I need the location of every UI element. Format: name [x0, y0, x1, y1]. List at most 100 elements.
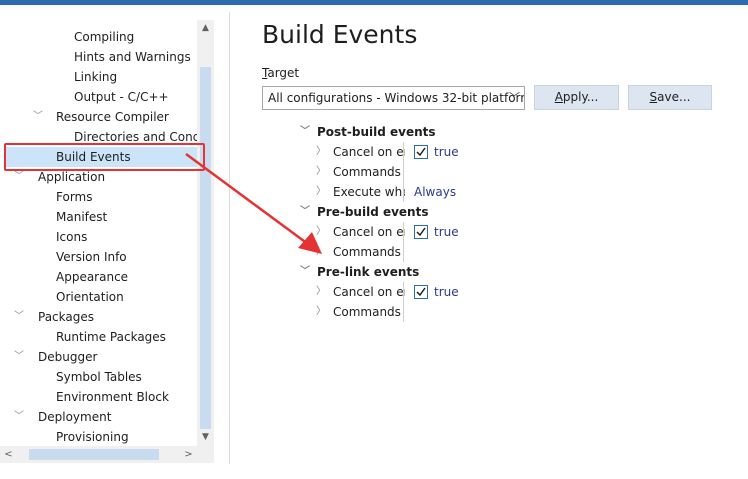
chevron-down-icon[interactable]: ﹀ [14, 351, 24, 362]
tree-item-symbol-tables[interactable]: Symbol Tables [0, 367, 197, 387]
property-column-separator [403, 302, 404, 322]
property-group-header[interactable]: ﹀ Post-build events [0, 122, 748, 142]
property-row[interactable]: 〉 Cancel on error true [0, 222, 748, 242]
property-column-separator [403, 182, 404, 202]
property-name: Execute when [333, 185, 405, 199]
property-name: Commands [333, 305, 401, 319]
checkbox-checked-icon[interactable] [414, 225, 428, 239]
tree-item-environment-block[interactable]: Environment Block [0, 387, 197, 407]
property-value[interactable]: true [434, 145, 459, 159]
target-select[interactable]: All configurations - Windows 32-bit plat… [262, 86, 525, 110]
property-value[interactable]: true [434, 225, 459, 239]
tree-item-compiling[interactable]: Compiling [0, 27, 197, 47]
apply-button[interactable]: Apply... [534, 85, 619, 110]
chevron-down-icon[interactable]: ﹀ [14, 411, 24, 422]
property-column-separator [403, 282, 404, 302]
property-group-header[interactable]: ﹀Pre-link events [0, 262, 748, 282]
scroll-thumb[interactable] [200, 67, 211, 429]
chevron-down-icon[interactable]: ﹀ [300, 126, 310, 137]
tree-item-hints-and-warnings[interactable]: Hints and Warnings [0, 47, 197, 67]
chevron-right-icon[interactable]: 〉 [316, 286, 326, 297]
property-column-separator [403, 162, 404, 182]
tree-item-build-events[interactable]: Build Events [4, 147, 197, 167]
tree-item-label: Application [38, 170, 106, 184]
tree-item-label: Hints and Warnings [74, 50, 191, 64]
property-group-label: Pre-build events [317, 205, 429, 219]
tree-item-runtime-packages[interactable]: Runtime Packages [0, 327, 197, 347]
chevron-down-icon[interactable]: ﹀ [33, 111, 43, 122]
save-button-label: ave... [657, 90, 691, 104]
chevron-right-icon[interactable]: 〉 [316, 146, 326, 157]
property-name: Cancel on error [333, 225, 405, 239]
chevron-right-icon[interactable]: 〉 [316, 246, 326, 257]
chevron-down-icon[interactable]: ﹀ [14, 171, 24, 182]
tree-horizontal-scrollbar[interactable]: < > [0, 446, 197, 463]
tree-item-application[interactable]: ﹀ Application [0, 167, 197, 187]
tree-item-label: Orientation [56, 290, 124, 304]
tree-item-provisioning[interactable]: Provisioning [0, 427, 197, 446]
tree-item-resource-compiler[interactable]: ﹀ Resource Compiler [0, 107, 197, 127]
scroll-up-arrow-icon[interactable]: ▲ [202, 23, 209, 33]
property-name: Cancel on error [333, 145, 405, 159]
tree-item-label: Forms [56, 190, 93, 204]
tree-item-label: Build Events [56, 150, 131, 164]
property-row[interactable]: 〉 Commands [0, 302, 748, 322]
page-title: Build Events [262, 20, 418, 49]
property-value[interactable]: true [434, 285, 459, 299]
property-column-separator [403, 142, 404, 162]
checkbox-checked-icon[interactable] [414, 145, 428, 159]
scrollbar-corner [197, 446, 214, 463]
tree-item-label: Resource Compiler [56, 110, 169, 124]
property-row[interactable]: 〉Cancel on errortrue [0, 282, 748, 302]
property-group-label: Post-build events [317, 125, 436, 139]
property-row[interactable]: 〉 Cancel on error true [0, 142, 748, 162]
chevron-right-icon[interactable]: 〉 [316, 166, 326, 177]
chevron-right-icon[interactable]: 〉 [316, 186, 326, 197]
target-label-text: arget [267, 66, 300, 80]
property-row[interactable]: 〉 Execute when Always [0, 182, 748, 202]
tree-item-deployment[interactable]: ﹀Deployment [0, 407, 197, 427]
tree-item-label: Linking [74, 70, 118, 84]
horizontal-scroll-thumb[interactable] [29, 449, 159, 460]
tree-item-icons[interactable]: Icons [0, 227, 197, 247]
checkbox-checked-icon[interactable] [414, 285, 428, 299]
property-group-header[interactable]: ﹀ Pre-build events [0, 202, 748, 222]
chevron-down-icon[interactable]: ﹀ [300, 206, 310, 217]
scroll-down-arrow-icon[interactable]: ▼ [202, 432, 209, 442]
tree-item-label: Appearance [56, 270, 129, 284]
tree-item-appearance[interactable]: Appearance [0, 267, 197, 287]
window-top-accent-bar [0, 0, 748, 5]
scroll-right-arrow-icon[interactable]: > [184, 449, 193, 460]
tree-item-linking[interactable]: Linking [0, 67, 197, 87]
chevron-down-icon: ﹀ [509, 91, 520, 104]
property-row[interactable]: 〉Commands [0, 242, 748, 262]
tree-item-label: Manifest [56, 210, 108, 224]
scroll-left-arrow-icon[interactable]: < [4, 449, 13, 460]
property-value[interactable]: Always [414, 185, 457, 199]
save-button[interactable]: Save... [628, 85, 712, 110]
target-label: Target [262, 66, 299, 80]
tree-item-version-info[interactable]: Version Info [0, 247, 197, 267]
tree-item-forms[interactable]: Forms [0, 187, 197, 207]
chevron-right-icon[interactable]: 〉 [316, 306, 326, 317]
tree-item-manifest[interactable]: Manifest [0, 207, 197, 227]
chevron-down-icon[interactable]: ﹀ [300, 266, 310, 277]
chevron-down-icon[interactable]: ﹀ [14, 311, 24, 322]
tree-item-label: Icons [56, 230, 88, 244]
tree-item-debugger[interactable]: ﹀ Debugger [0, 347, 197, 367]
tree-item-packages[interactable]: ﹀Packages [0, 307, 197, 327]
tree-item-orientation[interactable]: Orientation [0, 287, 197, 307]
tree-item-label: Version Info [56, 250, 127, 264]
property-row[interactable]: 〉 Commands [0, 162, 748, 182]
tree-vertical-scrollbar[interactable]: ▲ ▼ [197, 20, 214, 446]
tree-item-label: Environment Block [56, 390, 169, 404]
tree-item-directories-and-conditi[interactable]: Directories and Conditi [0, 127, 197, 147]
save-button-accelerator: S [649, 90, 658, 104]
chevron-right-icon[interactable]: 〉 [316, 226, 326, 237]
target-label-accelerator: T [262, 66, 268, 80]
tree-item-label: Debugger [38, 350, 98, 364]
tree-item-label: Runtime Packages [56, 330, 166, 344]
tree-item-output-c-c[interactable]: Output - C/C++ [0, 87, 197, 107]
property-name: Commands [333, 165, 401, 179]
